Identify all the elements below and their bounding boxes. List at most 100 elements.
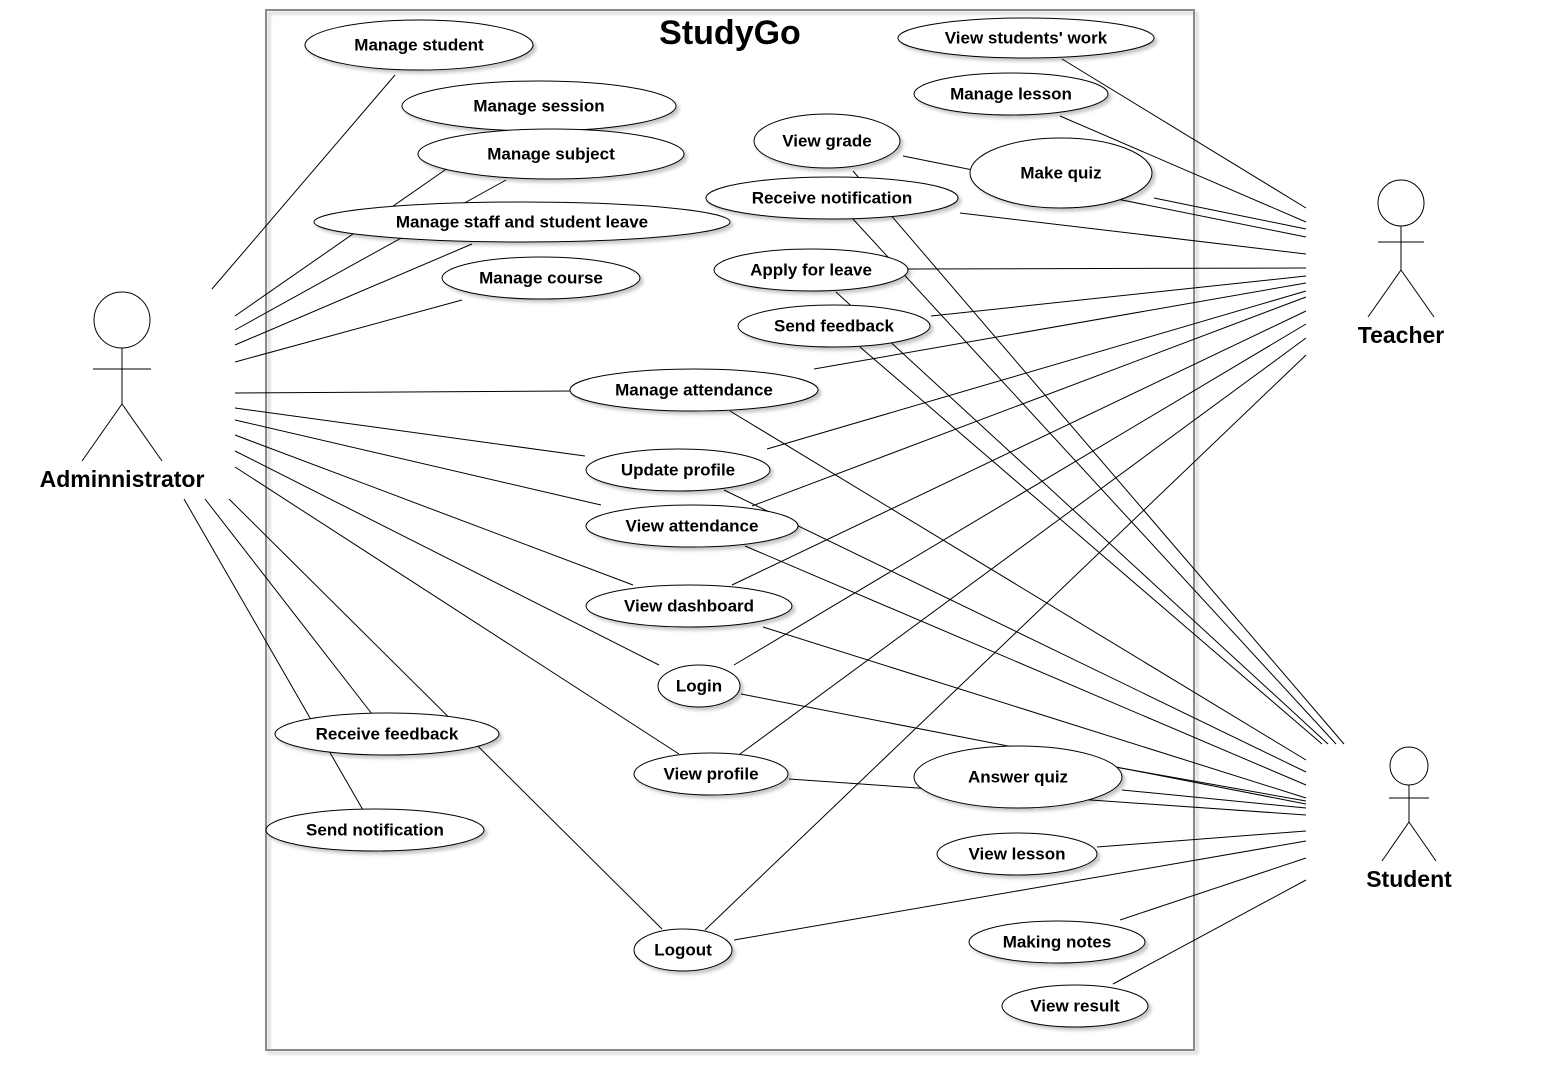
assoc-teacher-manage-lesson [1059, 115, 1307, 223]
actor-label: Student [1366, 866, 1452, 892]
assoc-admin-send-notification [183, 498, 364, 811]
use-cases: Manage student Manage session Manage sub… [265, 17, 1155, 1028]
use-case-label: Send notification [306, 821, 444, 840]
actor-student[interactable]: Student [1366, 746, 1452, 892]
use-case-label: View dashboard [624, 597, 754, 616]
use-case-label: Make quiz [1020, 164, 1101, 183]
assoc-admin-update-profile [234, 407, 586, 457]
use-case-receive-feedback[interactable]: Receive feedback [274, 712, 500, 756]
actor-administrator[interactable]: Adminnistrator [40, 291, 205, 492]
system-boundary [265, 9, 1195, 1051]
assoc-teacher-manage-attendance [813, 282, 1307, 370]
use-case-manage-student[interactable]: Manage student [304, 19, 534, 71]
use-case-label: Manage session [473, 97, 604, 116]
assoc-student-view-grade [852, 170, 1345, 745]
use-case-label: Manage staff and student leave [396, 213, 648, 232]
use-case-logout[interactable]: Logout [633, 928, 733, 972]
use-case-label: Login [676, 677, 722, 696]
use-case-label: Manage lesson [950, 85, 1072, 104]
use-case-label: Manage student [354, 36, 484, 55]
assoc-student-logout [733, 840, 1307, 941]
use-case-view-dashboard[interactable]: View dashboard [585, 584, 793, 628]
use-case-view-grade[interactable]: View grade [753, 113, 901, 169]
assoc-teacher-send-feedback [930, 275, 1307, 317]
actor-label: Adminnistrator [40, 466, 205, 492]
use-case-answer-quiz[interactable]: Answer quiz [913, 745, 1123, 809]
assoc-teacher-view-dashboard [731, 310, 1307, 586]
use-case-view-lesson[interactable]: View lesson [936, 832, 1098, 876]
use-case-update-profile[interactable]: Update profile [585, 448, 771, 492]
assoc-admin-view-attendance [234, 419, 602, 506]
assoc-student-view-dashboard [762, 626, 1307, 799]
use-case-label: Answer quiz [968, 768, 1068, 787]
use-case-receive-notification[interactable]: Receive notification [705, 176, 959, 220]
use-case-label: Apply for leave [750, 261, 872, 280]
use-case-apply-leave[interactable]: Apply for leave [713, 248, 909, 292]
use-case-making-notes[interactable]: Making notes [968, 920, 1146, 964]
use-case-view-result[interactable]: View result [1001, 984, 1149, 1028]
use-case-view-profile[interactable]: View profile [633, 752, 789, 796]
use-case-send-feedback[interactable]: Send feedback [737, 304, 931, 348]
use-case-manage-leave[interactable]: Manage staff and student leave [313, 201, 731, 243]
assoc-teacher-update-profile [766, 290, 1307, 450]
assoc-teacher-login [733, 323, 1307, 666]
use-case-label: Manage subject [487, 145, 615, 164]
use-case-login[interactable]: Login [657, 664, 741, 708]
use-case-label: View students' work [945, 29, 1108, 48]
use-case-label: View attendance [626, 517, 759, 536]
assoc-teacher-view-attendance [751, 296, 1307, 507]
assoc-admin-manage-course [234, 299, 463, 363]
use-case-manage-lesson[interactable]: Manage lesson [913, 72, 1109, 116]
assoc-student-manage-attendance [729, 410, 1307, 761]
assoc-admin-receive-feedback [204, 498, 373, 715]
use-case-view-students-work[interactable]: View students' work [897, 17, 1155, 59]
assoc-admin-manage-leave [234, 243, 473, 346]
assoc-admin-view-profile [234, 466, 680, 755]
assoc-student-receive-notification [851, 217, 1337, 745]
use-case-manage-session[interactable]: Manage session [401, 80, 677, 132]
use-case-label: View profile [663, 765, 758, 784]
assoc-student-view-attendance [744, 545, 1307, 786]
assoc-teacher-receive-notification [959, 212, 1307, 255]
assoc-student-answer-quiz-a [1114, 766, 1307, 802]
assoc-teacher-logout [704, 354, 1307, 931]
use-case-manage-attendance[interactable]: Manage attendance [569, 368, 819, 412]
assoc-teacher-view-profile [739, 337, 1307, 755]
assoc-teacher-make-quiz [1153, 197, 1307, 230]
assoc-student-update-profile [723, 489, 1307, 773]
assoc-admin-logout [228, 498, 663, 930]
assoc-student-answer-quiz-b [1121, 789, 1307, 809]
use-case-view-attendance[interactable]: View attendance [585, 504, 799, 548]
use-case-manage-subject[interactable]: Manage subject [417, 128, 685, 180]
use-case-label: Manage attendance [615, 381, 773, 400]
assoc-admin-manage-student [211, 74, 396, 290]
stick-figure-icon [81, 291, 163, 462]
assoc-student-view-lesson [1096, 830, 1307, 848]
use-case-label: Receive feedback [316, 725, 459, 744]
actor-teacher[interactable]: Teacher [1358, 179, 1445, 348]
use-case-label: Manage course [479, 269, 603, 288]
assoc-student-making-notes [1119, 857, 1307, 921]
stick-figure-icon [1381, 746, 1437, 862]
use-case-manage-course[interactable]: Manage course [441, 256, 641, 300]
actor-label: Teacher [1358, 322, 1445, 348]
system-title: StudyGo [659, 14, 801, 52]
use-case-label: Update profile [621, 461, 735, 480]
use-case-send-notification[interactable]: Send notification [265, 808, 485, 852]
assoc-student-send-feedback [859, 346, 1323, 745]
use-case-label: View result [1030, 997, 1120, 1016]
assoc-student-apply-leave [835, 291, 1329, 745]
assoc-student-view-result [1112, 879, 1307, 985]
assoc-admin-view-dashboard [234, 434, 634, 586]
assoc-teacher-view-students-work [1061, 58, 1307, 209]
use-case-label: Receive notification [752, 189, 913, 208]
use-case-label: Send feedback [774, 317, 895, 336]
assoc-admin-login [234, 450, 660, 666]
use-case-label: View grade [782, 132, 871, 151]
assoc-admin-manage-attendance [234, 390, 573, 394]
use-case-make-quiz[interactable]: Make quiz [969, 137, 1153, 209]
use-case-label: Logout [654, 941, 712, 960]
stick-figure-icon [1367, 179, 1435, 318]
use-case-label: Making notes [1003, 933, 1112, 952]
